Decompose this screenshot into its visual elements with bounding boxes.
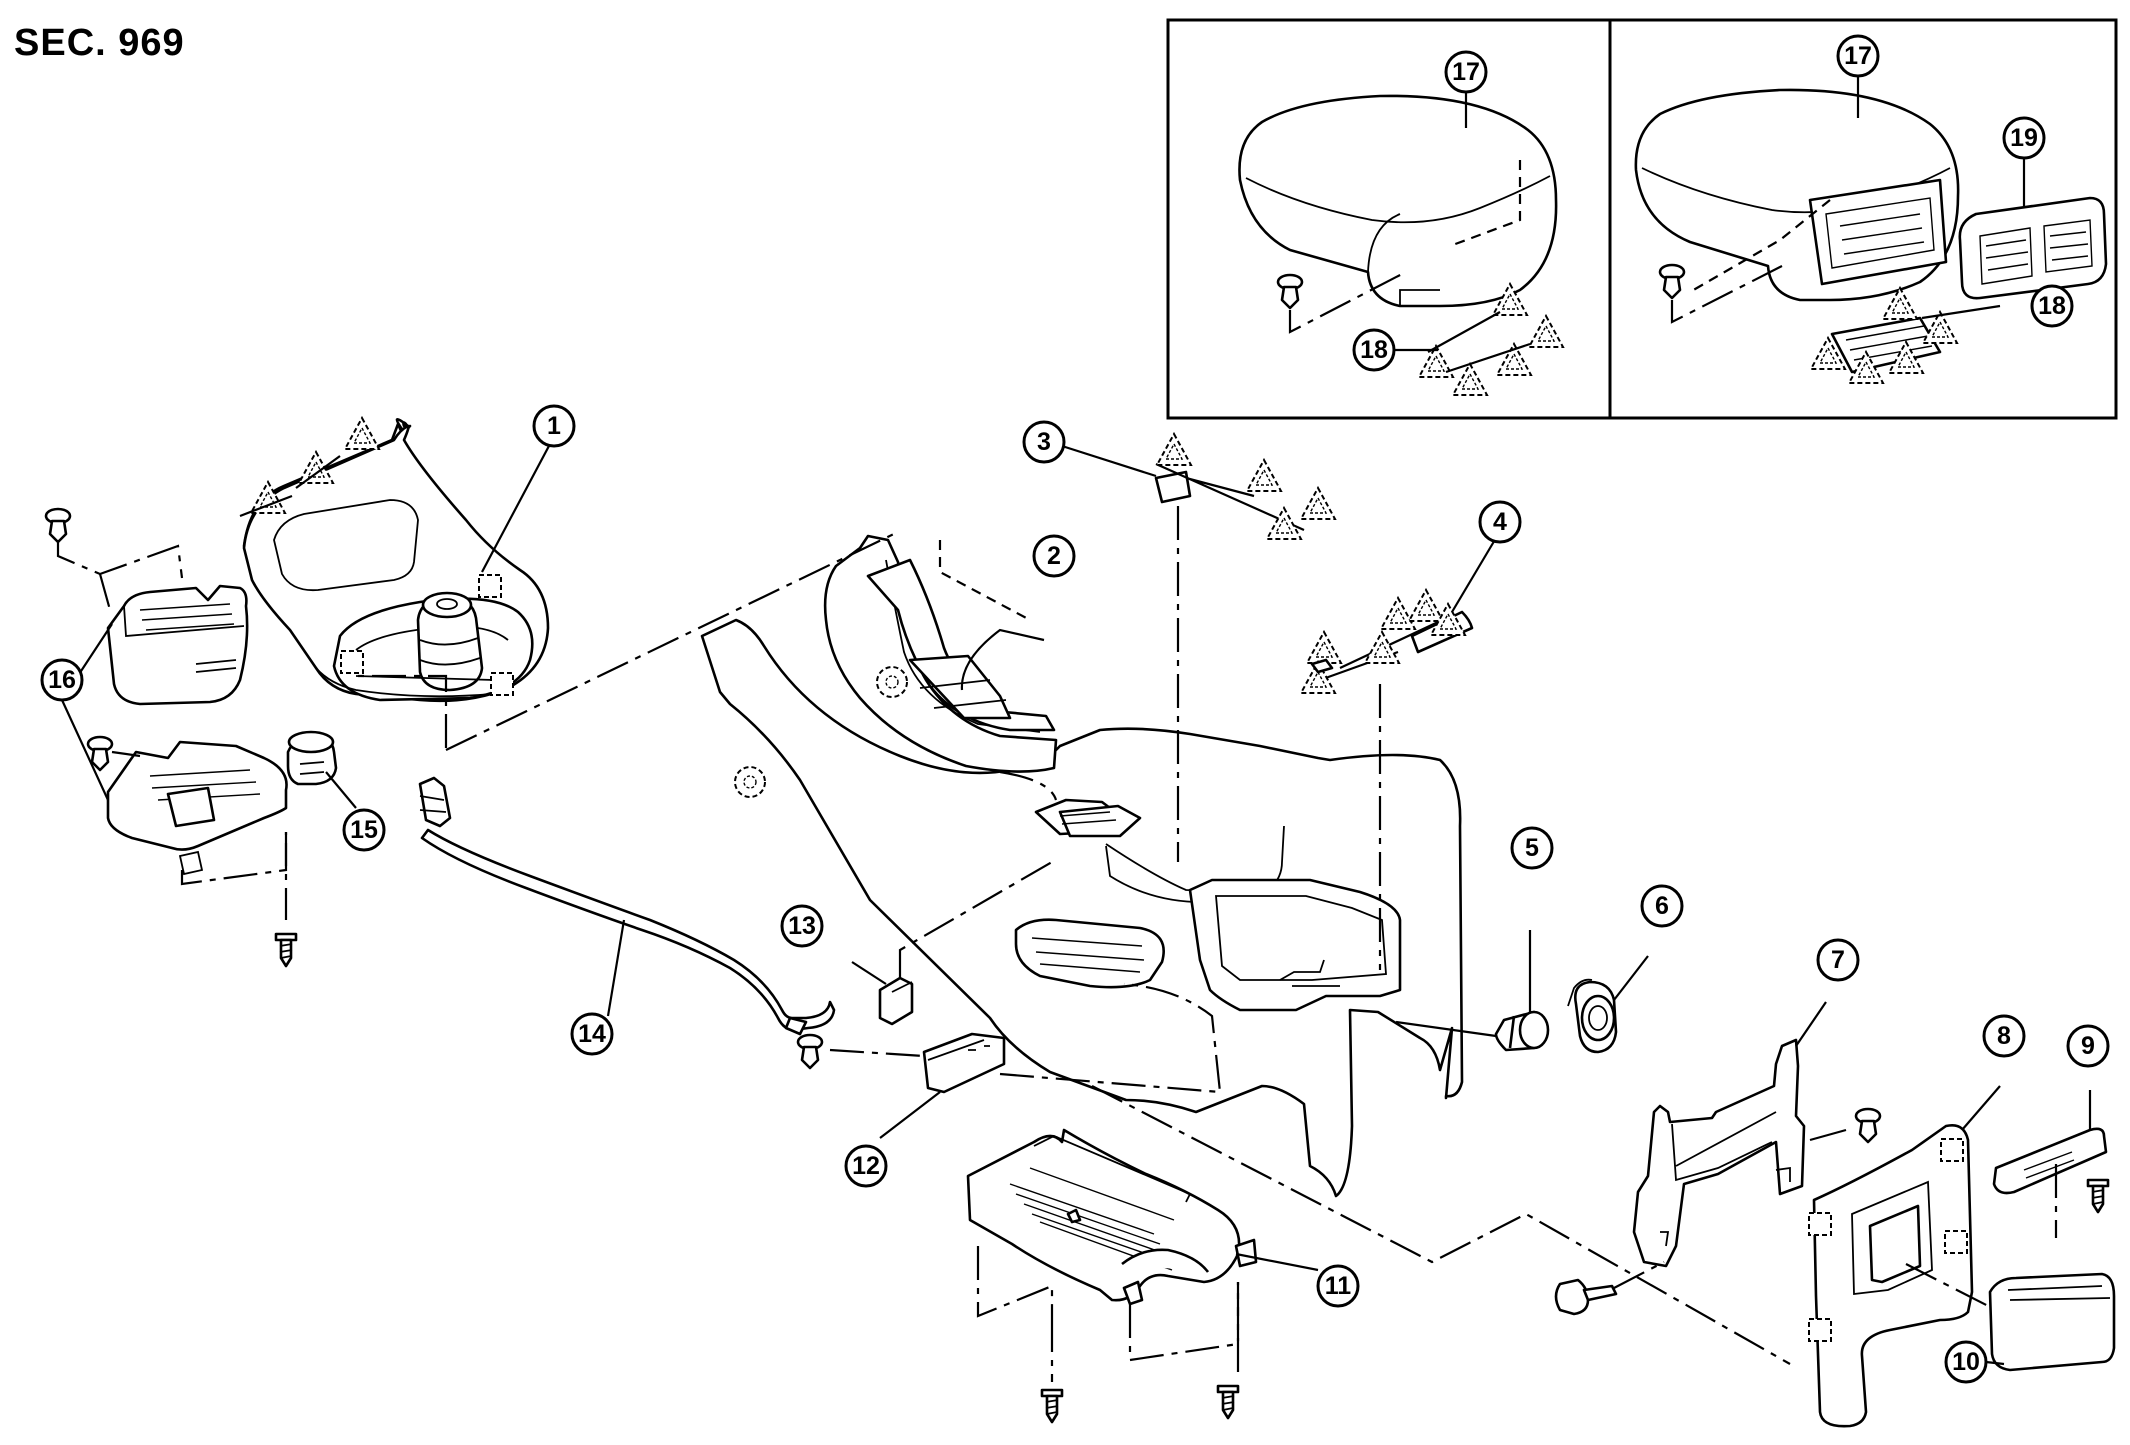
callout-18-left: 18 [1352,328,1438,372]
assembly-chain-line [356,531,899,751]
connector-part-12 [879,1032,1006,1139]
callout-17-left: 17 [1444,50,1488,128]
callout-12: 12 [844,1144,888,1188]
armrest-lid-with-vent [1634,88,1960,302]
rear-vent-assembly [1958,196,2108,300]
svg-text:16: 16 [48,666,76,694]
svg-text:6: 6 [1655,892,1669,920]
storage-tray-part-11 [966,1128,1319,1362]
callout-19: 19 [2002,116,2046,206]
svg-text:15: 15 [350,816,378,844]
svg-text:4: 4 [1493,508,1507,536]
clip-icon [796,982,1222,1094]
tapping-screw-icon [1040,1318,1064,1424]
svg-text:9: 9 [2081,1032,2095,1060]
armrest-inset-panel [1166,18,2118,420]
callout-5: 5 [1510,826,1554,870]
clip-group-18-right [1810,287,2001,384]
rear-console-finisher-part-8 [1808,1085,2001,1428]
callout-18-right: 18 [2030,284,2074,328]
callout-3: 3 [1022,420,1157,478]
svg-text:14: 14 [578,1020,606,1048]
callout-14: 14 [570,1012,614,1056]
svg-text:7: 7 [1831,946,1845,974]
power-socket-part-5 [1494,930,1550,1052]
clip-group-18-left [1418,283,1564,396]
svg-text:17: 17 [1844,42,1872,70]
connector-part-13 [851,861,1053,1026]
console-bracket-part-7 [1632,1001,1827,1268]
console-box-main [700,534,1464,1198]
callout-7: 7 [1816,938,1860,982]
ashtray-bracket [86,735,288,920]
svg-text:1: 1 [547,412,561,440]
console-clip-part-4 [1300,589,1474,970]
callout-10: 10 [1944,1340,1988,1384]
svg-text:19: 19 [2010,124,2038,152]
clip-icon [1554,1261,1665,1316]
callout-17-right: 17 [1836,34,1880,118]
callout-15: 15 [342,808,386,852]
console-front-finisher [239,417,550,703]
svg-text:11: 11 [1325,1272,1352,1300]
callout-16: 16 [40,623,113,801]
assembly-chain-line [1091,1085,1791,1365]
svg-text:10: 10 [1952,1348,1980,1376]
rear-cover-part-10 [1985,1272,2116,1372]
callout-8: 8 [1982,1014,2026,1058]
tapping-screw-icon [274,932,298,968]
callout-1: 1 [481,404,576,573]
section-code: SEC. 969 [14,22,185,64]
callout-9: 9 [2066,1024,2110,1068]
clip-icon [1809,1107,1882,1144]
callout-13: 13 [780,904,824,948]
svg-text:8: 8 [1997,1022,2011,1050]
screw-icon [1658,263,1783,324]
trim-strip-part-9 [1992,1090,2110,1238]
svg-text:12: 12 [852,1152,880,1180]
socket-cover-part-6 [1395,955,1649,1054]
svg-text:3: 3 [1037,428,1051,456]
tapping-screw-icon [1216,1282,1240,1420]
assembly-chain-line [999,770,1058,801]
callout-4: 4 [1451,500,1522,613]
switch-part-15 [286,730,357,809]
svg-text:13: 13 [788,912,816,940]
svg-text:2: 2 [1047,542,1061,570]
callout-11: 11 [1316,1264,1360,1308]
svg-text:18: 18 [1360,336,1388,364]
callout-6: 6 [1640,884,1684,928]
ashtray-assembly [44,507,249,706]
svg-text:5: 5 [1525,834,1539,862]
svg-text:17: 17 [1452,58,1480,86]
console-clip-part-3 [1154,433,1336,862]
callout-2: 2 [1032,534,1076,578]
screw-icon [1276,273,1403,334]
svg-text:18: 18 [2038,292,2066,320]
wiring-harness-part-14 [418,776,836,1036]
